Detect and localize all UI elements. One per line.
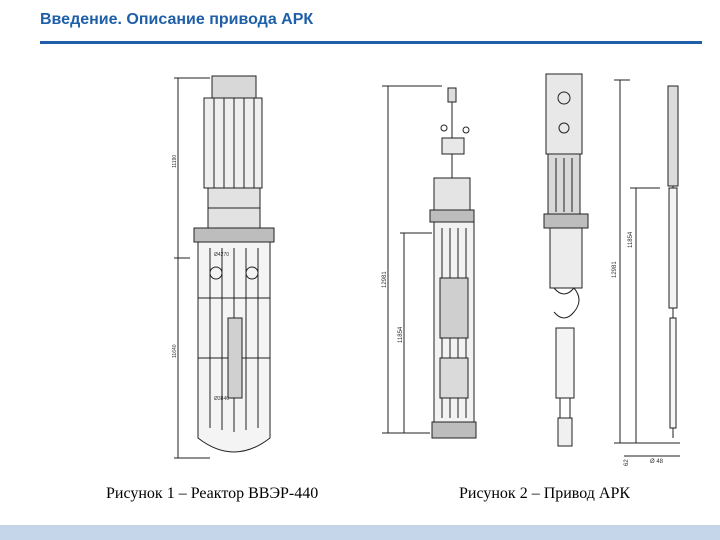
footer-bar [0, 525, 720, 540]
drive-right-dim-lower: 11854 [628, 231, 634, 248]
drive-left-dim-total: 12981 [382, 271, 388, 288]
drive-right-dim-offset: 62 [624, 459, 630, 466]
title-divider [40, 41, 702, 44]
drive-left-dim-lower: 11854 [398, 326, 404, 343]
reactor-dim-diameter-upper: Ø4270 [214, 252, 229, 258]
drive-right-dim-diameter: Ø 48 [650, 459, 664, 465]
figure-1-caption: Рисунок 1 – Реактор ВВЭР-440 [106, 485, 319, 502]
drive-drawing-left: 12981 11854 [382, 85, 477, 439]
reactor-dim-height-bottom: 11640 [172, 344, 178, 358]
drive-right-dim-total: 12981 [612, 261, 618, 278]
reactor-dim-diameter-lower: Ø3840 [214, 396, 229, 402]
reactor-dim-height-top: 11190 [172, 155, 178, 168]
drive-drawing-right: 12981 11854 62 Ø 48 [543, 73, 680, 466]
reactor-drawing: 11190 11640 Ø4270 Ø3840 [172, 75, 275, 459]
figure-2-caption: Рисунок 2 – Привод АРК [459, 485, 631, 502]
slide-title: Введение. Описание привода АРК [40, 11, 314, 28]
